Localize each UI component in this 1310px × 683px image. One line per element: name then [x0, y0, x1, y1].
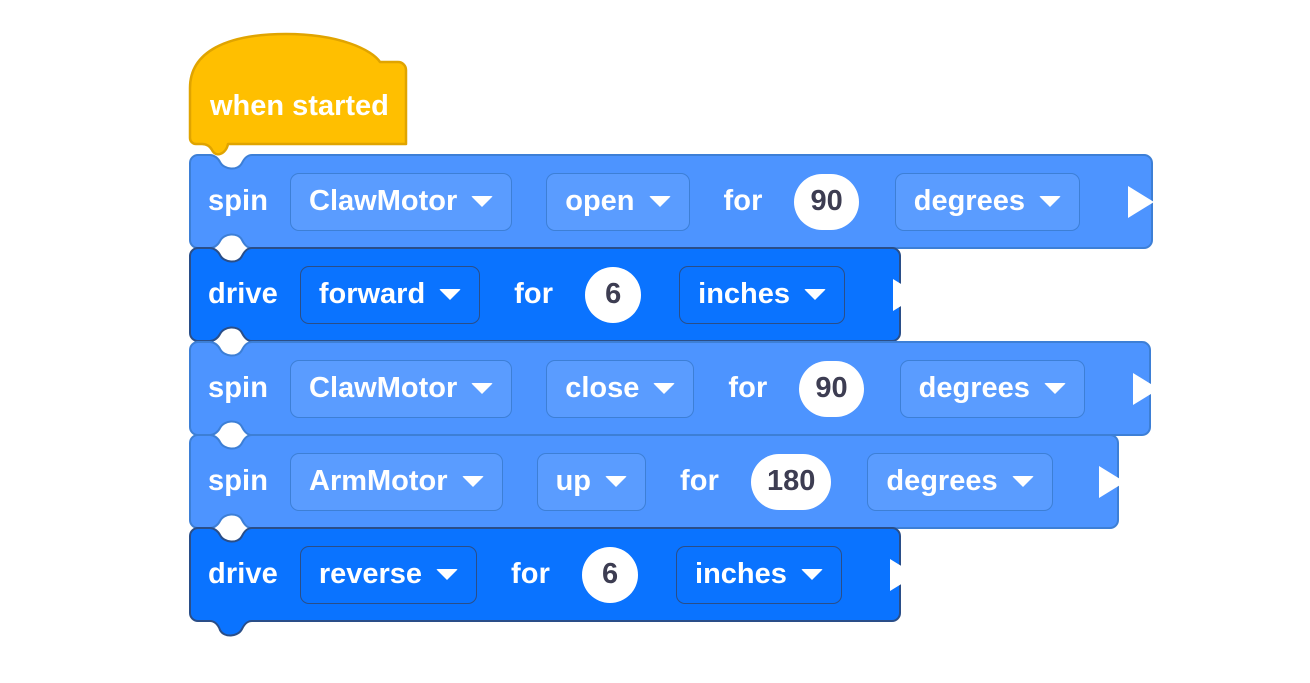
- direction-dropdown-value: open: [565, 185, 635, 217]
- units-dropdown-value: degrees: [913, 185, 1025, 217]
- block-connector: for: [511, 558, 551, 590]
- chevron-down-icon: [471, 383, 494, 394]
- chevron-down-icon: [800, 569, 823, 580]
- chevron-down-icon: [471, 196, 494, 207]
- direction-dropdown-value: up: [555, 465, 591, 497]
- block-spin-claw-close[interactable]: spin ClawMotor close for 90 degrees: [189, 341, 1159, 436]
- block-connector: for: [723, 185, 763, 217]
- amount-input[interactable]: 6: [582, 546, 639, 603]
- block-connector: for: [514, 278, 554, 310]
- motor-dropdown-value: ClawMotor: [309, 185, 458, 217]
- direction-dropdown[interactable]: reverse: [299, 545, 478, 604]
- block-drive-forward[interactable]: drive forward for 6 inches: [189, 247, 920, 342]
- motor-dropdown[interactable]: ArmMotor: [290, 452, 503, 511]
- block-connector: for: [680, 465, 719, 497]
- chevron-down-icon: [804, 289, 827, 300]
- amount-input[interactable]: 180: [750, 453, 832, 510]
- direction-dropdown[interactable]: up: [536, 452, 646, 511]
- amount-input[interactable]: 90: [794, 173, 859, 230]
- chevron-down-icon: [605, 476, 627, 487]
- motor-dropdown-value: ArmMotor: [309, 465, 448, 497]
- motor-dropdown[interactable]: ClawMotor: [290, 172, 513, 231]
- units-dropdown[interactable]: inches: [679, 265, 846, 324]
- amount-input[interactable]: 6: [585, 266, 642, 323]
- run-block-play-icon[interactable]: [889, 558, 916, 591]
- direction-dropdown[interactable]: forward: [299, 265, 481, 324]
- motor-dropdown-value: ClawMotor: [309, 372, 458, 404]
- chevron-down-icon: [1011, 476, 1034, 487]
- block-verb: drive: [208, 278, 278, 310]
- run-block-play-icon[interactable]: [1127, 185, 1154, 218]
- units-dropdown[interactable]: degrees: [899, 359, 1085, 418]
- chevron-down-icon: [653, 383, 676, 394]
- hat-block-label: when started: [210, 90, 389, 122]
- run-block-play-icon[interactable]: [1098, 465, 1125, 498]
- units-dropdown[interactable]: degrees: [894, 172, 1080, 231]
- chevron-down-icon: [436, 569, 459, 580]
- direction-dropdown-value: reverse: [318, 558, 423, 590]
- units-dropdown[interactable]: inches: [676, 545, 842, 604]
- block-connector: for: [728, 372, 768, 404]
- run-block-play-icon[interactable]: [893, 278, 920, 311]
- hat-block-when-started[interactable]: when started: [188, 32, 412, 156]
- chevron-down-icon: [1038, 196, 1061, 207]
- amount-input[interactable]: 90: [799, 360, 864, 417]
- units-dropdown-value: inches: [695, 558, 787, 590]
- block-spin-claw-open[interactable]: spin ClawMotor open for 90 degrees: [189, 154, 1154, 249]
- direction-dropdown-value: close: [565, 372, 640, 404]
- units-dropdown-value: degrees: [918, 372, 1030, 404]
- chevron-down-icon: [461, 476, 484, 487]
- chevron-down-icon: [439, 289, 462, 300]
- block-verb: spin: [208, 465, 269, 497]
- units-dropdown-value: degrees: [886, 465, 998, 497]
- block-spin-arm-up[interactable]: spin ArmMotor up for 180 degrees: [189, 434, 1125, 529]
- motor-dropdown[interactable]: ClawMotor: [290, 359, 513, 418]
- direction-dropdown-value: forward: [318, 278, 426, 310]
- direction-dropdown[interactable]: close: [546, 359, 695, 418]
- block-verb: drive: [208, 558, 278, 590]
- run-block-play-icon[interactable]: [1132, 372, 1159, 405]
- units-dropdown-value: inches: [698, 278, 791, 310]
- units-dropdown[interactable]: degrees: [867, 452, 1053, 511]
- block-verb: spin: [208, 185, 269, 217]
- block-drive-reverse[interactable]: drive reverse for 6 inches: [189, 527, 916, 637]
- chevron-down-icon: [648, 196, 671, 207]
- chevron-down-icon: [1043, 383, 1066, 394]
- block-verb: spin: [208, 372, 269, 404]
- direction-dropdown[interactable]: open: [546, 172, 690, 231]
